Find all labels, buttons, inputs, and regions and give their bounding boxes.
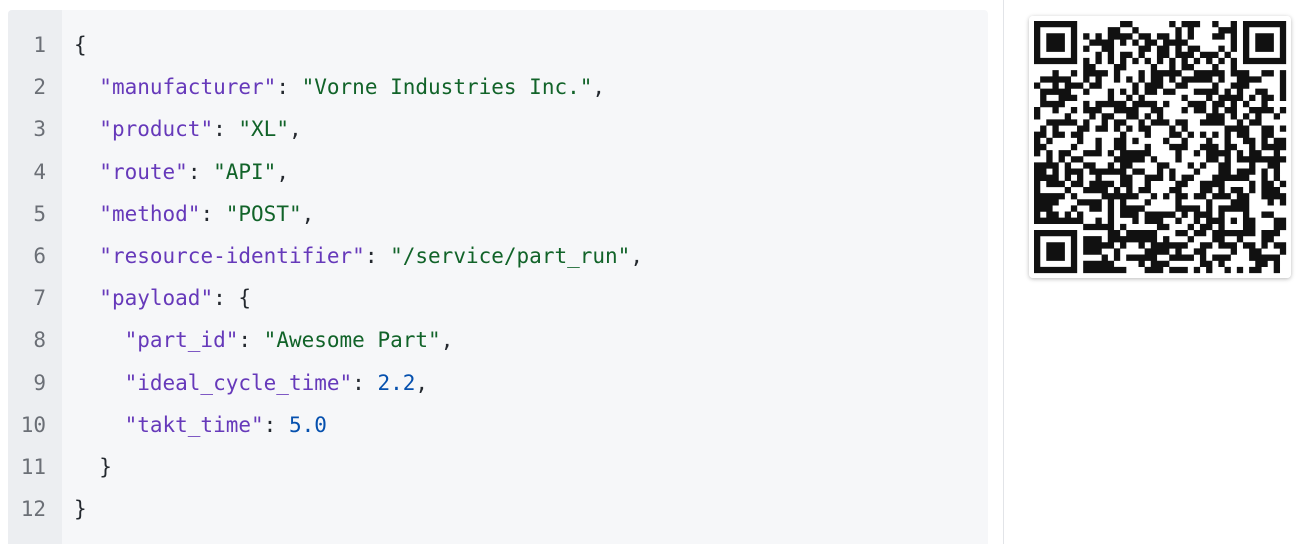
json-string: "/service/part_run": [390, 243, 631, 268]
code-indent: [74, 286, 99, 310]
code-text: "method": "POST",: [74, 193, 314, 235]
json-punctuation: :: [187, 159, 214, 184]
code-block[interactable]: 1{2 "manufacturer": "Vorne Industries In…: [8, 10, 988, 544]
json-punctuation: }: [74, 497, 87, 522]
qr-code-icon: [1029, 16, 1291, 278]
json-key: "route": [99, 159, 188, 184]
json-string: "XL": [238, 117, 289, 142]
json-string: "POST": [225, 201, 302, 226]
json-key: "ideal_cycle_time": [124, 370, 353, 395]
code-text: {: [74, 24, 87, 66]
json-punctuation: ,: [301, 201, 315, 226]
line-number: 6: [33, 243, 46, 268]
code-line: 7 "payload": {: [8, 277, 988, 319]
code-line: 10 "takt_time": 5.0: [8, 404, 988, 446]
qr-code-card: [1029, 16, 1291, 278]
code-text: "part_id": "Awesome Part",: [74, 319, 454, 361]
json-punctuation: ,: [592, 75, 606, 100]
code-indent: [74, 455, 99, 479]
code-line: 1{: [8, 24, 988, 66]
json-punctuation: :: [276, 75, 302, 100]
code-lines: 1{2 "manufacturer": "Vorne Industries In…: [8, 24, 988, 530]
code-indent: [74, 413, 125, 437]
line-number: 2: [33, 75, 46, 100]
divider: [1003, 0, 1004, 544]
json-punctuation: :: [263, 412, 289, 437]
line-number: 11: [20, 454, 46, 479]
line-number: 10: [20, 412, 46, 437]
json-key: "product": [99, 117, 214, 142]
json-punctuation: :: [364, 243, 391, 268]
line-number: 8: [33, 328, 46, 353]
json-punctuation: {: [74, 33, 87, 57]
line-number: 3: [33, 117, 46, 142]
json-key: "manufacturer": [99, 75, 277, 100]
line-number: 7: [33, 286, 46, 311]
json-number: 2.2: [377, 370, 416, 395]
json-punctuation: ,: [276, 159, 289, 184]
line-number: 4: [33, 159, 46, 184]
code-line: 6 "resource-identifier": "/service/part_…: [8, 235, 988, 277]
line-number: 5: [33, 201, 46, 226]
json-key: "payload": [99, 286, 214, 311]
code-indent: [74, 75, 99, 99]
json-punctuation: ,: [288, 117, 302, 142]
code-text: "resource-identifier": "/service/part_ru…: [74, 235, 643, 277]
line-number-gutter: [8, 10, 62, 544]
code-indent: [74, 371, 125, 395]
qr-background: [1029, 16, 1291, 278]
code-text: "payload": {: [74, 277, 251, 319]
code-line: 3 "product": "XL",: [8, 108, 988, 150]
code-text: "product": "XL",: [74, 108, 302, 150]
code-line: 5 "method": "POST",: [8, 193, 988, 235]
json-string: "Vorne Industries Inc.": [301, 75, 593, 100]
json-punctuation: ,: [415, 370, 429, 395]
code-line: 11 }: [8, 446, 988, 488]
code-indent: [74, 160, 99, 184]
line-number: 9: [33, 370, 46, 395]
code-line: 8 "part_id": "Awesome Part",: [8, 319, 988, 361]
json-key: "method": [99, 201, 201, 226]
json-string: "Awesome Part": [263, 328, 441, 353]
json-key: "part_id": [124, 328, 239, 353]
json-punctuation: }: [99, 454, 112, 479]
code-line: 12}: [8, 488, 988, 530]
qr-module-path: [1034, 21, 1287, 274]
json-punctuation: :: [238, 328, 264, 353]
json-punctuation: :: [213, 117, 239, 142]
code-text: }: [74, 446, 112, 488]
code-text: "takt_time": 5.0: [74, 404, 327, 446]
line-number: 12: [20, 497, 46, 522]
qr-modules: [1034, 21, 1287, 274]
json-punctuation: :: [352, 370, 378, 395]
json-string: "API": [213, 159, 277, 184]
code-indent: [74, 328, 125, 352]
code-text: "ideal_cycle_time": 2.2,: [74, 362, 428, 404]
json-punctuation: : {: [213, 286, 252, 311]
code-indent: [74, 244, 99, 268]
code-text: }: [74, 488, 87, 530]
code-indent: [74, 117, 99, 141]
json-punctuation: ,: [630, 243, 643, 268]
json-punctuation: ,: [440, 328, 454, 353]
code-text: "route": "API",: [74, 151, 289, 193]
json-key: "resource-identifier": [99, 243, 365, 268]
code-line: 9 "ideal_cycle_time": 2.2,: [8, 362, 988, 404]
code-line: 4 "route": "API",: [8, 151, 988, 193]
code-indent: [74, 202, 99, 226]
json-punctuation: :: [200, 201, 226, 226]
line-number: 1: [33, 33, 46, 57]
json-number: 5.0: [288, 412, 327, 437]
code-text: "manufacturer": "Vorne Industries Inc.",: [74, 66, 605, 108]
code-line: 2 "manufacturer": "Vorne Industries Inc.…: [8, 66, 988, 108]
json-key: "takt_time": [124, 412, 264, 437]
